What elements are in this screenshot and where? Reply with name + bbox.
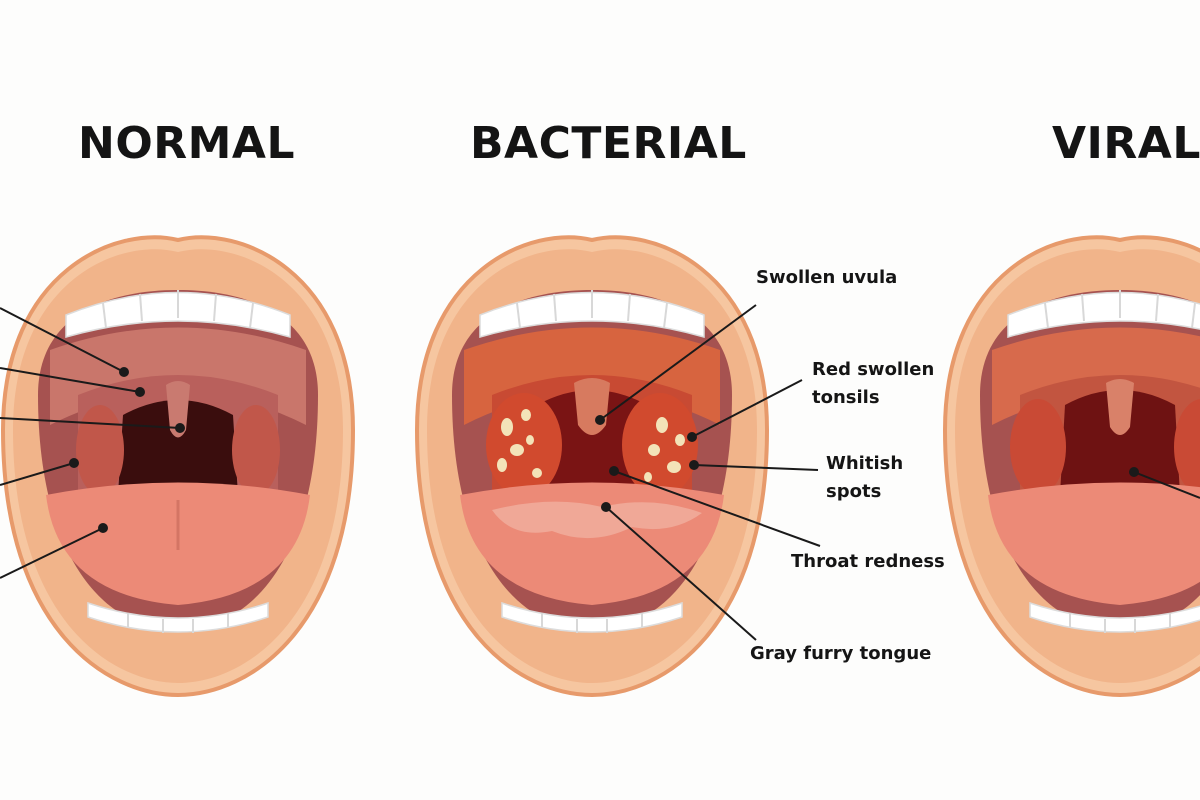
whitish-spots [497, 409, 685, 482]
label-swollen-uvula: Swollen uvula [756, 267, 898, 288]
title-bacterial: BACTERIAL [470, 118, 747, 169]
title-viral: VIRAL [1052, 118, 1200, 169]
label-throat-redness: Throat redness [791, 551, 945, 572]
label-red-swollen-tonsils: Red swollen tonsils [812, 359, 935, 408]
label-gray-furry-tongue: Gray furry tongue [750, 643, 932, 664]
bacterial-mouth [415, 235, 769, 697]
normal-leader-dots [69, 367, 185, 533]
swollen-tonsil-left [486, 393, 562, 497]
swollen-tonsil-right [622, 393, 698, 497]
bacterial-leader-lines [599, 304, 821, 641]
title-normal: NORMAL [78, 118, 295, 169]
bacterial-leader-dots [595, 415, 699, 512]
viral-mouth [943, 235, 1200, 697]
viral-leader-line [1129, 467, 1200, 499]
label-whitish-spots: Whitish spots [826, 453, 904, 502]
normal-leader-lines [0, 307, 181, 579]
normal-mouth [1, 235, 355, 697]
